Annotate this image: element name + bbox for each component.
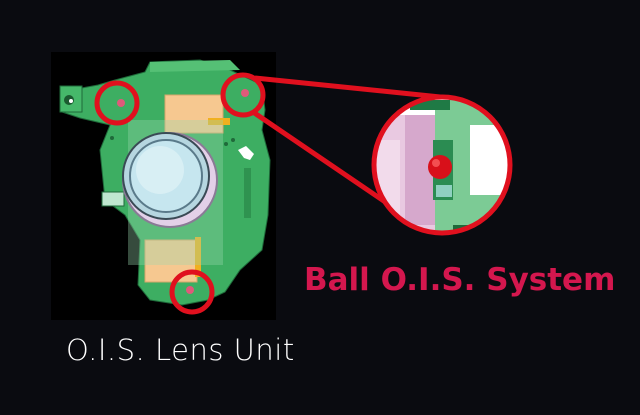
- highlight-circles: [94, 72, 266, 315]
- magnified-detail: [371, 94, 513, 236]
- ois-lens-unit-caption: O.I.S. Lens Unit: [66, 333, 295, 367]
- connector-lines: [251, 75, 451, 215]
- lens: [122, 132, 218, 228]
- ball-ois-system-title: Ball O.I.S. System: [304, 262, 616, 298]
